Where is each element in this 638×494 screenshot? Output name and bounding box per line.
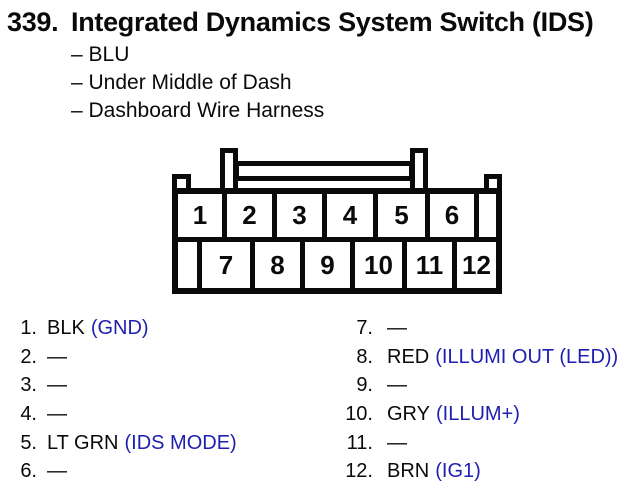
pin-cell-9: 9 <box>320 249 335 280</box>
pin-number: 8. <box>356 345 373 368</box>
pinout-left-column: 1. BLK(GND) 2. — 3. — 4. — 5. LT GRN(IDS MODE… <box>7 314 237 486</box>
signal-name: (ILLUM+) <box>435 402 520 425</box>
signal-name: (ILLUMI OUT (LED)) <box>435 345 619 368</box>
pin-divider-line <box>222 194 227 237</box>
pin-number: 12. <box>345 460 373 483</box>
pin-divider-line <box>250 242 255 288</box>
pin-divider-line <box>300 242 305 288</box>
pinout-right-column: 7.— 8.RED(ILLUMI OUT (LED)) 9.— 10.GRY(I… <box>337 314 618 486</box>
wire-color: — <box>387 374 407 397</box>
wire-color: — <box>387 431 407 454</box>
page-title: Integrated Dynamics System Switch (IDS) <box>71 7 594 37</box>
pin-cell-6: 6 <box>444 200 460 230</box>
section-number: 339. <box>7 7 59 37</box>
wire-color: BLK <box>47 316 85 339</box>
pin-number: 6. <box>20 460 37 483</box>
wire-color: GRY <box>387 402 430 425</box>
detail-list: – BLU – Under Middle of Dash – Dashboard… <box>71 41 324 125</box>
detail-line-harness: – Dashboard Wire Harness <box>71 99 325 122</box>
pinout-row-1: 1. BLK(GND) <box>7 314 237 343</box>
pin-cell-10: 10 <box>364 249 393 280</box>
wire-color: — <box>47 402 67 425</box>
connector-latch-bar <box>234 161 414 181</box>
pin-cell-12: 12 <box>462 249 491 280</box>
pin-cell-7: 7 <box>218 249 234 280</box>
pinout-row-11: 11. — <box>337 429 618 458</box>
pin-divider-line <box>425 194 430 237</box>
pinout-row-4: 4. — <box>7 400 237 429</box>
pin-divider-line <box>272 194 277 237</box>
pinout-row-9: 9. — <box>337 371 618 400</box>
pin-cell-1: 1 <box>192 200 208 230</box>
pin-divider-line <box>474 194 479 237</box>
pinout-row-5: 5. LT GRN(IDS MODE) <box>7 429 237 458</box>
pinout-row-3: 3. — <box>7 371 237 400</box>
detail-line-location: – Under Middle of Dash <box>71 71 292 94</box>
wire-color: — <box>47 374 67 397</box>
pinout-row-6: 6. — <box>7 457 237 486</box>
pin-number: 5. <box>20 431 37 454</box>
pin-number: 9. <box>356 374 373 397</box>
wire-color: LT GRN <box>47 431 119 454</box>
connector-row-divider-line <box>178 237 496 242</box>
wire-color: — <box>47 345 67 368</box>
pinout-row-12: 12. BRN(IG1) <box>337 457 618 486</box>
pin-cell-4: 4 <box>342 200 358 230</box>
pin-divider-line <box>402 242 407 288</box>
signal-name: (IDS MODE) <box>124 431 237 454</box>
pin-number: 11. <box>346 431 373 454</box>
pin-divider-line <box>452 242 457 288</box>
pin-number: 3. <box>20 374 37 397</box>
wire-color: RED <box>387 345 430 368</box>
pin-cell-2: 2 <box>242 200 257 230</box>
pin-divider-line <box>197 242 202 288</box>
pin-number: 10. <box>345 402 373 425</box>
pinout-row-7: 7. — <box>337 314 618 343</box>
pinout-row-8: 8. RED(ILLUMI OUT (LED)) <box>337 343 618 372</box>
wire-color: — <box>47 460 67 483</box>
wire-color: BRN <box>387 460 430 483</box>
pin-number: 2. <box>20 345 37 368</box>
wire-color: — <box>387 316 407 339</box>
pin-divider-line <box>373 194 378 237</box>
pin-number: 4. <box>20 402 37 425</box>
signal-name: (IG1) <box>435 460 481 483</box>
pin-number: 7. <box>356 316 373 339</box>
pinout-row-2: 2. — <box>7 343 237 372</box>
pin-cell-11: 11 <box>415 249 444 280</box>
pin-divider-line <box>322 194 327 237</box>
pin-cell-8: 8 <box>270 249 285 280</box>
pin-cell-5: 5 <box>394 200 409 230</box>
pinout-row-10: 10. GRY(ILLUM+) <box>337 400 618 429</box>
pin-cell-3: 3 <box>292 200 307 230</box>
detail-line-color: – BLU <box>71 43 130 66</box>
pin-number: 1. <box>20 316 37 339</box>
signal-name: (GND) <box>90 316 149 339</box>
pin-divider-line <box>350 242 355 288</box>
